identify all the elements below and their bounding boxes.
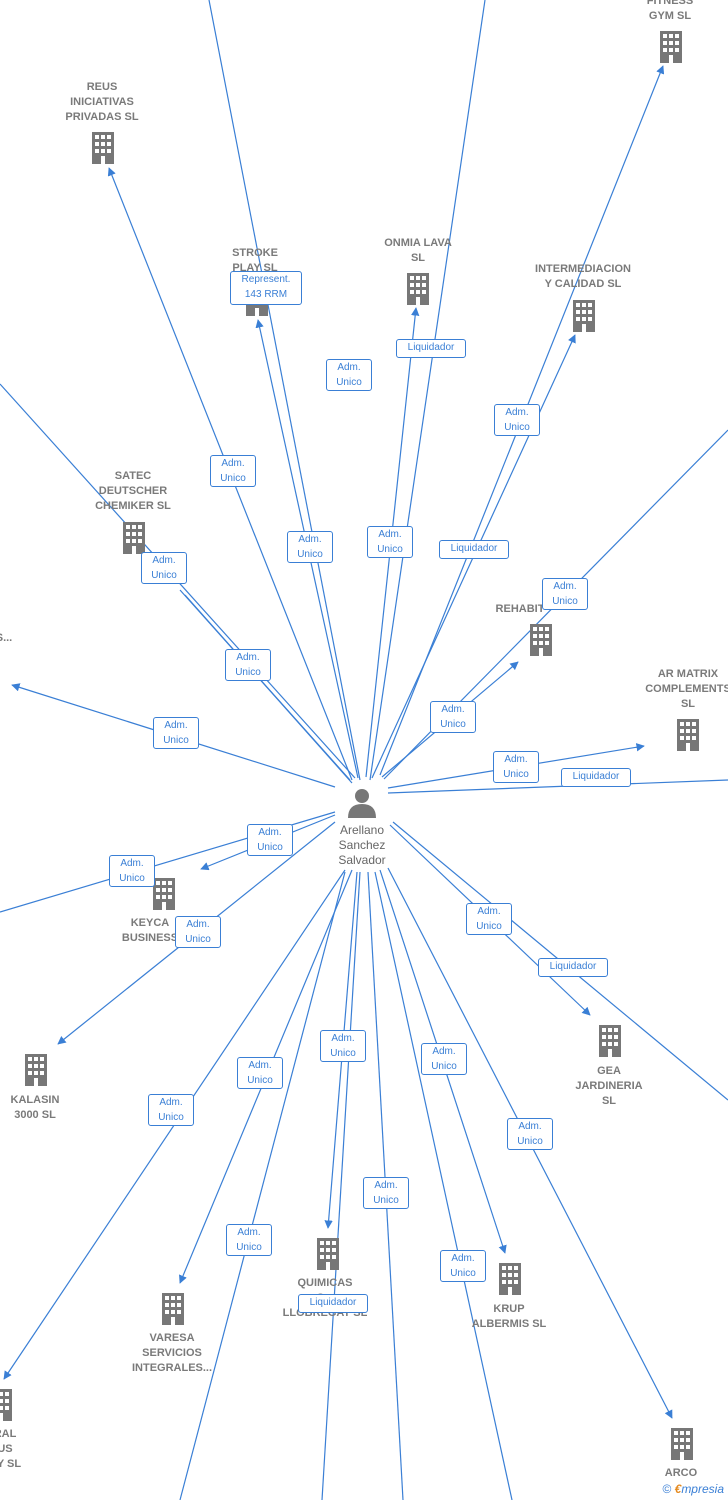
relation-label-rep-stroke[interactable]: Represent. 143 RRM	[230, 271, 302, 305]
relation-label-adm-bottom[interactable]: Adm. Unico	[363, 1177, 409, 1209]
relation-label-adm-keyca[interactable]: Adm. Unico	[247, 824, 293, 856]
building-icon[interactable]	[153, 878, 175, 910]
company-label-left-cut[interactable]: S...	[0, 632, 13, 644]
building-icon[interactable]	[671, 1428, 693, 1460]
edge-line	[208, 0, 361, 781]
relation-label-adm-reus[interactable]: Adm. Unico	[210, 455, 256, 487]
edge-line	[369, 0, 486, 781]
relation-label-adm-varesa1[interactable]: Adm. Unico	[237, 1057, 283, 1089]
node-icons	[0, 31, 699, 1460]
company-label-satec[interactable]: SATEC DEUTSCHER CHEMIKER SL	[95, 470, 171, 512]
edge-line	[321, 871, 361, 1500]
relation-label-adm-krup[interactable]: Adm. Unico	[421, 1043, 467, 1075]
building-icon[interactable]	[599, 1025, 621, 1057]
person-icon[interactable]	[348, 789, 376, 818]
company-label-keyca[interactable]: KEYCA BUSINESS	[121, 917, 179, 944]
relation-label-adm-onmia[interactable]: Adm. Unico	[367, 526, 413, 558]
building-icon[interactable]	[123, 522, 145, 554]
company-label-kalasin[interactable]: KALASIN 3000 SL	[10, 1094, 60, 1121]
edge-line	[374, 871, 513, 1500]
relation-label-adm-gea[interactable]: Adm. Unico	[466, 903, 512, 935]
relation-label-adm-ral[interactable]: Adm. Unico	[148, 1094, 194, 1126]
relation-label-liq-armatrix[interactable]: Liquidador	[561, 768, 631, 787]
relation-label-adm-stroke[interactable]: Adm. Unico	[287, 531, 333, 563]
company-label-reus[interactable]: REUS INICIATIVAS PRIVADAS SL	[65, 81, 139, 123]
relation-label-adm-satec[interactable]: Adm. Unico	[141, 552, 187, 584]
relation-label-adm-arco[interactable]: Adm. Unico	[507, 1118, 553, 1150]
relation-label-adm-armatrix[interactable]: Adm. Unico	[493, 751, 539, 783]
relation-label-adm-inter[interactable]: Adm. Unico	[494, 404, 540, 436]
relation-label-adm-far-left[interactable]: Adm. Unico	[109, 855, 155, 887]
empresia-brand[interactable]: © €mpresia	[662, 1482, 724, 1496]
relation-label-adm-varesa2[interactable]: Adm. Unico	[226, 1224, 272, 1256]
relation-label-adm-quimicas[interactable]: Adm. Unico	[320, 1030, 366, 1062]
building-icon[interactable]	[407, 273, 429, 305]
relation-label-liq-quimicas[interactable]: Liquidador	[298, 1294, 368, 1313]
company-label-rehabit[interactable]: REHABIT	[495, 603, 545, 615]
building-icon[interactable]	[25, 1054, 47, 1086]
company-label-fitness[interactable]: FITNESS GYM SL	[646, 0, 694, 22]
brand-e-logo: €	[674, 1482, 682, 1496]
relation-label-adm-kalasin[interactable]: Adm. Unico	[175, 916, 221, 948]
building-icon[interactable]	[92, 132, 114, 164]
copyright-symbol: ©	[662, 1482, 672, 1496]
relation-label-liq-inter[interactable]: Liquidador	[439, 540, 509, 559]
company-label-varesa[interactable]: VARESA SERVICIOS INTEGRALES...	[131, 1332, 213, 1374]
edge-line	[184, 594, 353, 784]
building-icon[interactable]	[660, 31, 682, 63]
relation-label-adm-rehabit[interactable]: Adm. Unico	[430, 701, 476, 733]
edge-line	[387, 779, 728, 794]
building-icon[interactable]	[317, 1238, 339, 1270]
building-icon[interactable]	[573, 300, 595, 332]
building-icon[interactable]	[530, 624, 552, 656]
building-icon[interactable]	[677, 719, 699, 751]
company-label-ral[interactable]: RAL US NY SL	[0, 1428, 22, 1470]
company-label-onmia[interactable]: ONMIA LAVA SL	[384, 237, 452, 264]
relation-label-adm-top[interactable]: Adm. Unico	[326, 359, 372, 391]
building-icon[interactable]	[162, 1293, 184, 1325]
company-label-intermediacion[interactable]: INTERMEDIACION Y CALIDAD SL	[535, 263, 631, 290]
company-label-gea[interactable]: GEA JARDINERIA SL	[575, 1065, 643, 1107]
relation-label-adm-krup2[interactable]: Adm. Unico	[440, 1250, 486, 1282]
brand-name: mpresia	[681, 1482, 724, 1496]
edge-line	[179, 871, 346, 1500]
relation-label-adm-right-top[interactable]: Adm. Unico	[542, 578, 588, 610]
company-label-arco[interactable]: ARCO	[664, 1467, 698, 1479]
company-label-krup[interactable]: KRUP ALBERMIS SL	[471, 1303, 547, 1330]
relation-label-liq-gea[interactable]: Liquidador	[538, 958, 608, 977]
building-icon[interactable]	[0, 1389, 12, 1421]
relation-label-adm-left[interactable]: Adm. Unico	[153, 717, 199, 749]
person-name-label[interactable]: Arellano Sanchez Salvador	[338, 823, 386, 867]
company-label-armatrix[interactable]: AR MATRIX COMPLEMENTS SL	[645, 668, 728, 710]
relation-label-adm-mid-left[interactable]: Adm. Unico	[225, 649, 271, 681]
building-icon[interactable]	[499, 1263, 521, 1295]
relation-label-liq-onmia[interactable]: Liquidador	[396, 339, 466, 358]
